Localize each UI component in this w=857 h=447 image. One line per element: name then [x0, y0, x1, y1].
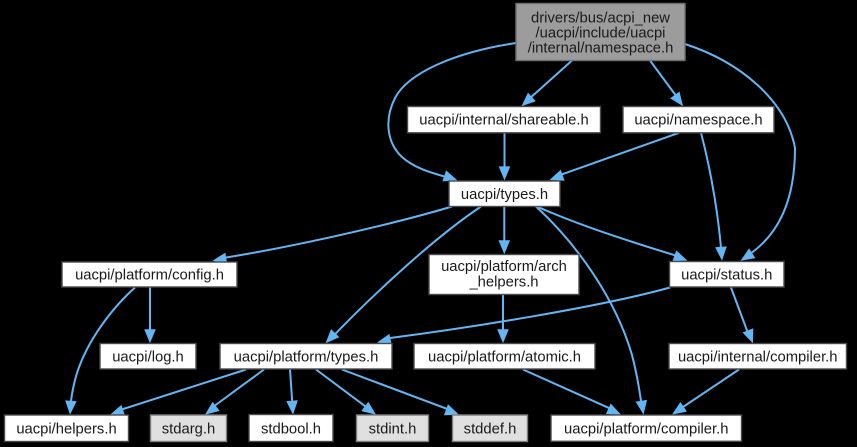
- svg-text:uacpi/namespace.h: uacpi/namespace.h: [634, 113, 762, 129]
- svg-text:uacpi/log.h: uacpi/log.h: [112, 349, 184, 365]
- svg-text:stdint.h: stdint.h: [369, 421, 417, 437]
- svg-text:/internal/namespace.h: /internal/namespace.h: [528, 41, 674, 57]
- svg-text:uacpi/platform/config.h: uacpi/platform/config.h: [75, 268, 224, 284]
- svg-text:uacpi/platform/atomic.h: uacpi/platform/atomic.h: [428, 349, 581, 365]
- svg-text:stdarg.h: stdarg.h: [162, 421, 215, 437]
- svg-text:_helpers.h: _helpers.h: [468, 274, 538, 290]
- svg-text:uacpi/helpers.h: uacpi/helpers.h: [16, 421, 116, 437]
- svg-text:uacpi/platform/compiler.h: uacpi/platform/compiler.h: [564, 421, 729, 437]
- svg-text:/uacpi/include/uacpi: /uacpi/include/uacpi: [536, 26, 666, 42]
- svg-text:uacpi/status.h: uacpi/status.h: [681, 267, 772, 283]
- svg-text:uacpi/internal/shareable.h: uacpi/internal/shareable.h: [419, 113, 588, 129]
- svg-text:stddef.h: stddef.h: [464, 421, 517, 437]
- svg-text:uacpi/platform/types.h: uacpi/platform/types.h: [234, 349, 379, 365]
- svg-text:uacpi/internal/compiler.h: uacpi/internal/compiler.h: [678, 349, 838, 365]
- svg-text:uacpi/types.h: uacpi/types.h: [461, 187, 548, 203]
- svg-text:uacpi/platform/arch: uacpi/platform/arch: [441, 259, 567, 275]
- svg-text:stdbool.h: stdbool.h: [261, 421, 321, 437]
- svg-text:drivers/bus/acpi_new: drivers/bus/acpi_new: [531, 11, 670, 27]
